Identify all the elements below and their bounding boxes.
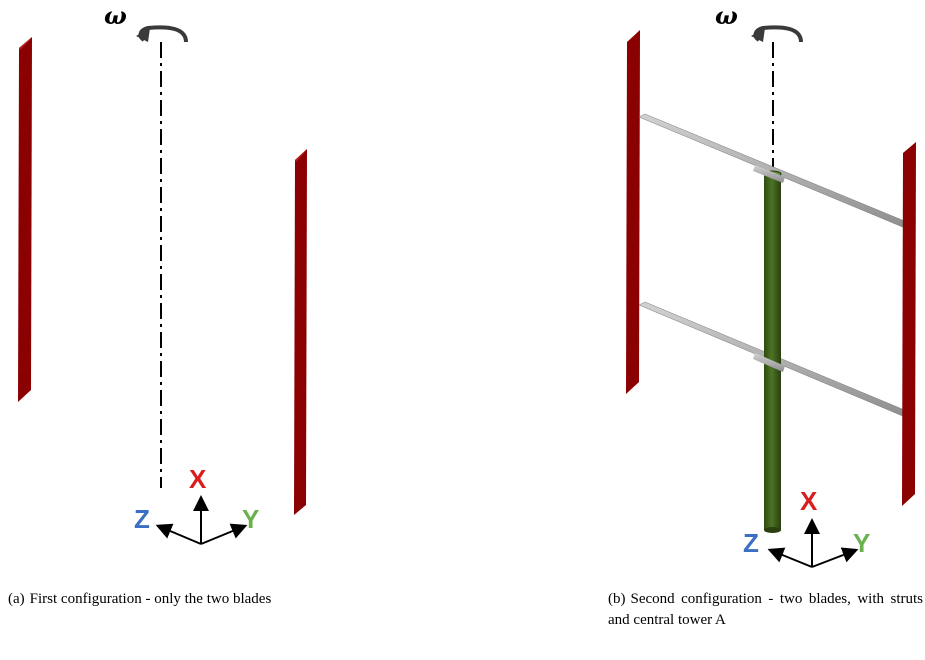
axis-z-label: Z bbox=[134, 504, 150, 534]
central-tower bbox=[764, 174, 781, 530]
caption-first-configuration: (a)First configuration - only the two bl… bbox=[8, 589, 328, 610]
omega-label: ω bbox=[715, 1, 738, 30]
caption-text: Second configuration - two blades, with … bbox=[608, 591, 923, 628]
rotation-arrow-head bbox=[751, 28, 765, 42]
caption-tag: (b) bbox=[608, 591, 626, 607]
rotation-arrow-head bbox=[136, 28, 150, 42]
coordinate-frame: X Z Y bbox=[134, 464, 259, 545]
omega-label: ω bbox=[104, 1, 127, 30]
axis-x-label: X bbox=[800, 486, 818, 516]
panel-second-configuration: ω X Z Y bbox=[595, 0, 925, 580]
caption-second-configuration: (b)Second configuration - two blades, wi… bbox=[608, 589, 923, 631]
diagram-blades-only: ω X Z Y bbox=[18, 1, 307, 545]
caption-tag: (a) bbox=[8, 591, 25, 607]
blade-left bbox=[18, 37, 32, 402]
axis-x-label: X bbox=[189, 464, 207, 494]
diagram-blades-struts-tower: ω X Z Y bbox=[626, 1, 916, 568]
axis-y-label: Y bbox=[853, 528, 870, 558]
blade-left bbox=[626, 30, 640, 394]
blade-right bbox=[902, 142, 916, 506]
axis-y-label: Y bbox=[242, 504, 259, 534]
panel-first-configuration: ω X Z Y bbox=[0, 0, 330, 580]
coordinate-frame: X Z Y bbox=[743, 486, 870, 568]
axis-z-label: Z bbox=[743, 528, 759, 558]
blade-right bbox=[294, 149, 307, 515]
caption-text: First configuration - only the two blade… bbox=[29, 591, 272, 607]
